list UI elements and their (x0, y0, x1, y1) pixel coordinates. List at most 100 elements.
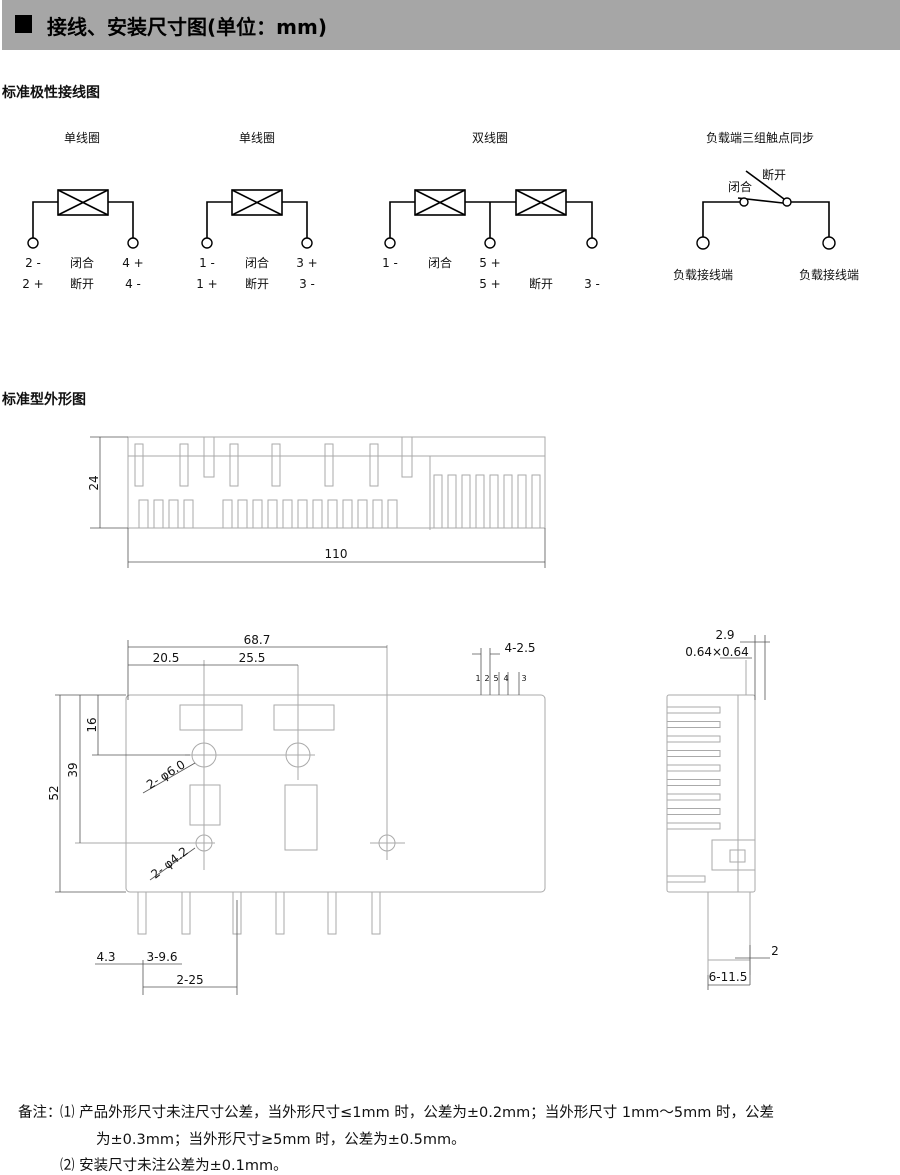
svg-text:4-2.5: 4-2.5 (504, 641, 535, 655)
vent-slot (327, 499, 338, 529)
svg-text:4 -: 4 - (125, 277, 141, 291)
vent-slot (183, 499, 194, 529)
fin (666, 735, 721, 743)
svg-text:2-25: 2-25 (176, 973, 203, 987)
vent-slot (475, 474, 485, 529)
svg-text:20.5: 20.5 (153, 651, 180, 665)
vent-slot (433, 474, 443, 529)
square-bullet-icon (15, 15, 32, 33)
terminal-post (229, 443, 239, 487)
vent-slot (531, 474, 541, 529)
svg-text:负载端三组触点同步: 负载端三组触点同步 (706, 131, 814, 145)
vent-slot (447, 474, 457, 529)
svg-text:闭合: 闭合 (245, 255, 269, 270)
pin (327, 891, 337, 935)
outline-section-title: 标准型外形图 (2, 392, 86, 408)
terminal (27, 237, 39, 249)
svg-text:2 +: 2 + (22, 277, 44, 291)
svg-text:25.5: 25.5 (239, 651, 266, 665)
svg-text:3 +: 3 + (296, 256, 318, 270)
wiring-section-title: 标准极性接线图 (2, 85, 100, 101)
vent-slot (372, 499, 383, 529)
vent-slot (138, 499, 149, 529)
svg-text:2- φ6.0: 2- φ6.0 (144, 757, 188, 792)
terminal (127, 237, 139, 249)
terminal-post (179, 443, 189, 487)
top-view-drawing: 24 110 (87, 436, 546, 568)
svg-text:单线圈: 单线圈 (239, 131, 275, 145)
svg-text:3: 3 (521, 674, 526, 683)
svg-text:2.9: 2.9 (715, 628, 734, 642)
svg-text:39: 39 (66, 762, 80, 777)
svg-text:2: 2 (484, 674, 489, 683)
vent-slot (222, 499, 233, 529)
svg-text:4: 4 (503, 674, 508, 683)
pin (137, 891, 147, 935)
svg-text:110: 110 (325, 547, 348, 561)
vent-slot (297, 499, 308, 529)
fin (666, 764, 721, 772)
terminal-post (203, 436, 215, 478)
fin (666, 808, 721, 815)
svg-text:24: 24 (87, 475, 101, 490)
svg-text:2 -: 2 - (25, 256, 41, 270)
wiring-diagram-single-coil-2: 单线圈 1 - 闭合 3 + 1 + 断开 3 - (196, 131, 318, 291)
svg-text:3 -: 3 - (299, 277, 315, 291)
svg-text:闭合: 闭合 (428, 255, 452, 270)
svg-text:1 +: 1 + (196, 277, 218, 291)
terminal-post (401, 436, 413, 478)
note-2: ⑵ 安装尺寸未注公差为±0.1mm。 (60, 1158, 288, 1174)
svg-text:断开: 断开 (70, 276, 94, 291)
svg-text:3 -: 3 - (584, 277, 600, 291)
wiring-diagram-double-coil: 双线圈 1 - 闭合 5 + 5 + 断开 3 - (382, 131, 600, 291)
wiring-diagram-single-coil-1: 单线圈 2 - 闭合 4 + 2 + 断开 4 - (22, 131, 144, 291)
fin (666, 875, 706, 883)
svg-text:闭合: 闭合 (728, 179, 752, 194)
svg-text:6-11.5: 6-11.5 (709, 970, 748, 984)
svg-text:2: 2 (771, 944, 779, 958)
fin (666, 721, 721, 728)
page-title: 接线、安装尺寸图(单位：mm) (47, 15, 327, 39)
svg-text:1 -: 1 - (199, 256, 215, 270)
svg-text:4.3: 4.3 (96, 950, 115, 964)
terminal-post (369, 443, 379, 487)
svg-text:负载接线端: 负载接线端 (799, 267, 859, 282)
vent-slot (342, 499, 353, 529)
svg-text:4 +: 4 + (122, 256, 144, 270)
vent-slot (387, 499, 398, 529)
pin (371, 891, 381, 935)
pin (181, 891, 191, 935)
vent-slot (153, 499, 164, 529)
terminal-post (324, 443, 334, 487)
svg-text:1 -: 1 - (382, 256, 398, 270)
svg-text:双线圈: 双线圈 (472, 131, 508, 145)
front-view-drawing: 68.7 20.5 25.5 52 39 16 2- φ6.0 2- φ4.2 … (47, 633, 546, 995)
svg-text:5 +: 5 + (479, 256, 501, 270)
fin (666, 750, 721, 757)
svg-text:断开: 断开 (245, 276, 269, 291)
svg-text:52: 52 (47, 785, 61, 800)
svg-text:68.7: 68.7 (244, 633, 271, 647)
vent-slot (267, 499, 278, 529)
fin (666, 793, 721, 801)
svg-text:负载接线端: 负载接线端 (673, 267, 733, 282)
contact-open (745, 170, 785, 200)
terminal-post (134, 443, 144, 487)
svg-text:断开: 断开 (529, 276, 553, 291)
svg-text:3-9.6: 3-9.6 (146, 950, 177, 964)
vent-slot (503, 474, 513, 529)
section-header: 接线、安装尺寸图(单位：mm) (2, 0, 900, 50)
terminal-post (271, 443, 281, 487)
side-view-drawing: 2.9 0.64×0.64 2 6-11.5 (666, 628, 779, 990)
vent-slot (461, 474, 471, 529)
fin (666, 822, 721, 830)
svg-text:5 +: 5 + (479, 277, 501, 291)
svg-text:16: 16 (85, 717, 99, 732)
wiring-diagram-load-contacts: 负载端三组触点同步 闭合 断开 负载接线端 负载接线端 (673, 131, 859, 282)
notes-label: 备注： (18, 1105, 62, 1121)
svg-text:1: 1 (475, 674, 480, 683)
vent-slot (312, 499, 323, 529)
svg-text:闭合: 闭合 (70, 255, 94, 270)
vent-slot (489, 474, 499, 529)
